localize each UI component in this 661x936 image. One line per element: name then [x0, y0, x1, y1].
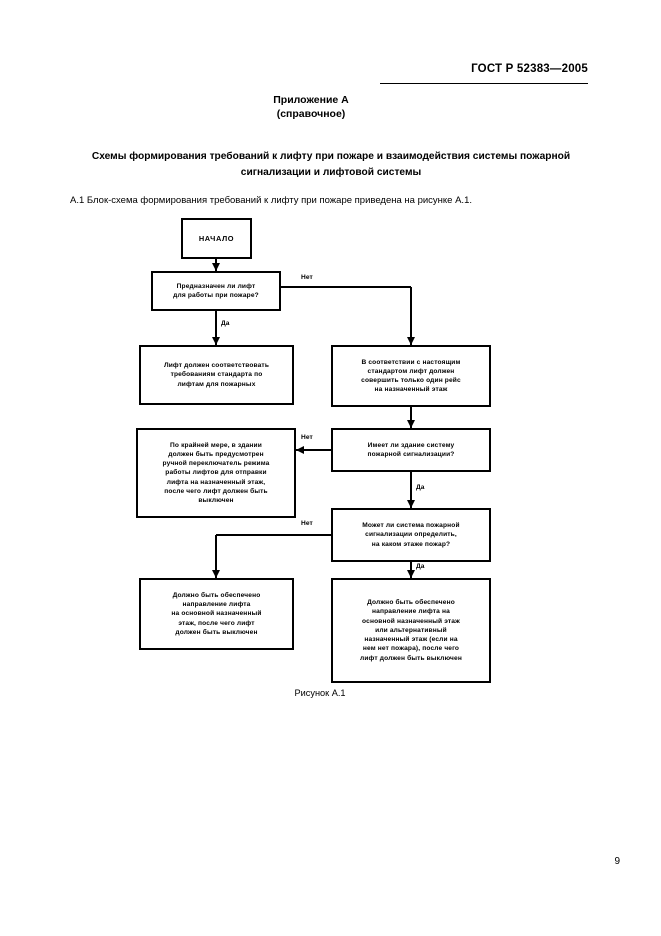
page-title-line-2: сигнализации и лифтовой системы — [240, 167, 422, 178]
appendix-label: Приложение А — [273, 94, 349, 106]
page-number: 9 — [614, 856, 620, 867]
appendix-heading: Приложение А (справочное) — [0, 93, 622, 121]
document-standard-code: ГОСТ Р 52383—2005 — [471, 63, 588, 75]
page-title-line-1: Схемы формирования требований к лифту пр… — [91, 151, 571, 162]
figure-caption: Рисунок А.1 — [294, 688, 346, 698]
appendix-subtitle: (справочное) — [276, 108, 346, 120]
intro-paragraph: А.1 Блок-схема формирования требований к… — [70, 195, 472, 206]
page-title: Схемы формирования требований к лифту пр… — [40, 149, 622, 181]
header-divider — [380, 83, 588, 84]
